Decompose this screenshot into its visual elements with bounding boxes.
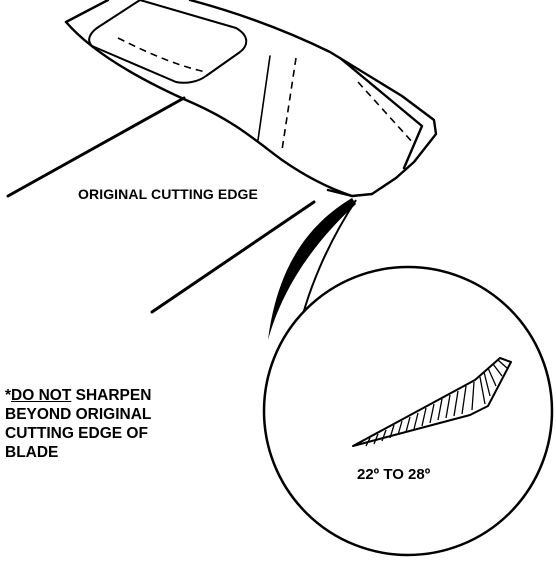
bevel-line-upper [338, 56, 424, 170]
dashed-fold-1 [117, 37, 207, 73]
warning-line-2: BEYOND ORIGINAL [5, 406, 152, 423]
angle-range-label: 22º TO 28º [357, 466, 431, 483]
pointer-line-upper [6, 96, 186, 198]
warning-asterisk: * [5, 387, 12, 404]
dashed-fold-2 [281, 57, 297, 151]
warning-emphasis: DO NOT [11, 387, 72, 404]
warning-line-4: BLADE [5, 444, 59, 461]
warning-line-1-rest: SHARPEN [71, 387, 152, 404]
pointer-line-lower [150, 200, 316, 314]
magnify-circle [262, 265, 554, 557]
blade-bottom-edge [64, 20, 374, 198]
sharpening-warning: *DO NOT SHARPEN BEYOND ORIGINAL CUTTING … [5, 386, 151, 462]
blade-inner-panel [88, 0, 248, 84]
original-cutting-edge-label: ORIGINAL CUTTING EDGE [78, 186, 258, 202]
blade-top-edge-right [188, 0, 438, 196]
warning-line-3: CUTTING EDGE OF [5, 425, 148, 442]
blade-crease [257, 55, 271, 141]
bevel-line-lower [326, 188, 354, 198]
blade-cross-section [352, 357, 512, 447]
warning-line-1: *DO NOT SHARPEN [5, 386, 151, 405]
dashed-fold-3 [357, 81, 415, 145]
blade-top-edge [64, 0, 110, 24]
